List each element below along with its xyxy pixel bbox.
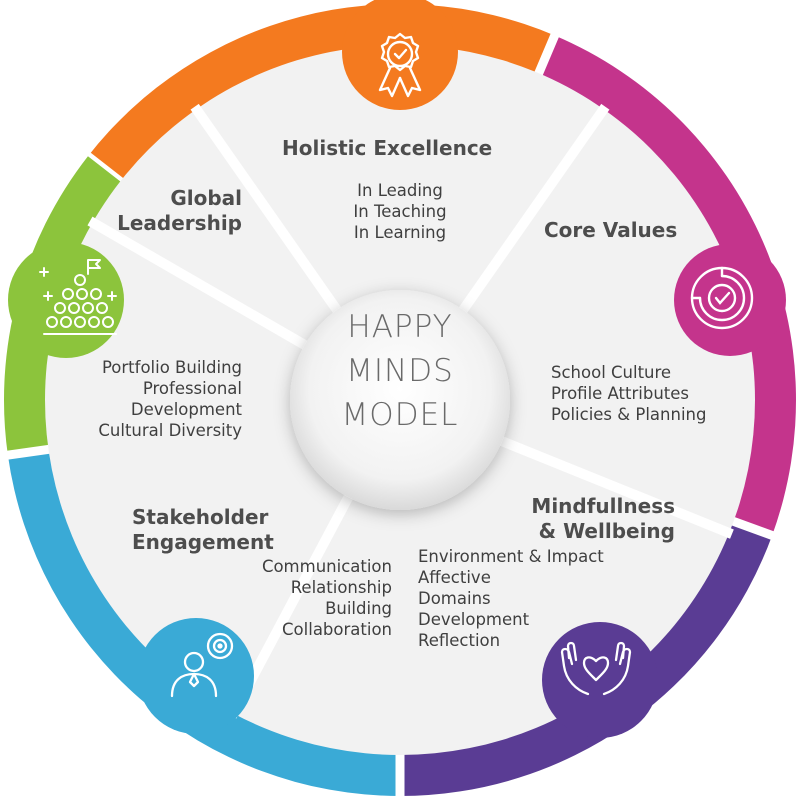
bump-core: [674, 244, 786, 356]
segment-divider: [490, 432, 734, 539]
list-item: School Culture: [551, 363, 672, 382]
title-line: Engagement: [132, 530, 274, 554]
list-item: Profile Attributes: [551, 384, 690, 403]
title-line: Stakeholder: [132, 505, 269, 529]
list-item: In Leading: [357, 181, 443, 200]
bump-global: [8, 242, 124, 358]
mindfulness-items: Environment & Impact Affective Domains D…: [418, 546, 604, 651]
center-disc: [290, 290, 510, 510]
list-item: Portfolio Building: [101, 358, 242, 377]
title-line: Mindfullness: [531, 494, 675, 518]
team-flag-icon: [39, 259, 117, 335]
person-target-icon: [170, 632, 234, 698]
list-item: Collaboration: [282, 620, 392, 639]
title-line: & Wellbeing: [538, 519, 675, 543]
list-item: In Learning: [353, 223, 447, 242]
hands-heart-icon: [560, 641, 632, 696]
center-title: HAPPY MINDS MODEL: [300, 305, 500, 485]
center-line: HAPPY: [347, 309, 453, 345]
title-line: Leadership: [117, 211, 242, 235]
list-item: Professional: [142, 379, 242, 398]
global-leadership-title: Global Leadership: [100, 186, 242, 236]
ring-gap: [3, 444, 55, 461]
award-ribbon-icon: [378, 32, 422, 98]
segment-divider: [87, 216, 316, 355]
center-line: MINDS: [346, 353, 454, 389]
list-item: Environment & Impact: [418, 547, 604, 566]
title-line: Global: [170, 186, 242, 210]
list-item: Cultural Diversity: [98, 421, 242, 440]
stakeholder-items: Communication Relationship Building Coll…: [200, 556, 392, 640]
list-item: In Teaching: [353, 202, 447, 221]
list-item: Building: [325, 599, 392, 618]
list-item: Policies & Planning: [551, 405, 707, 424]
target-check-icon: [690, 266, 754, 330]
list-item: Development: [130, 400, 242, 419]
core-values-title: Core Values: [544, 218, 678, 242]
list-item: Communication: [261, 557, 392, 576]
list-item: Affective: [418, 568, 491, 587]
list-item: Development: [418, 610, 530, 629]
ring-gap: [727, 515, 778, 542]
stakeholder-title: Stakeholder Engagement: [132, 505, 274, 555]
core-values-items: School Culture Profile Attributes Polici…: [551, 362, 706, 425]
list-item: Reflection: [418, 631, 501, 650]
list-item: Domains: [418, 589, 491, 608]
list-item: Relationship: [290, 578, 392, 597]
ring-arc-global: [4, 156, 122, 456]
ring-gap: [532, 30, 561, 80]
ring-arc-mindfulness: [400, 521, 773, 796]
bump-holistic: [342, 0, 458, 110]
holistic-excellence-items: In Leading In Teaching In Learning: [330, 180, 470, 243]
segment-divider: [190, 103, 347, 321]
mindfulness-title: Mindfullness & Wellbeing: [470, 494, 675, 544]
global-leadership-items: Portfolio Building Professional Developm…: [40, 357, 242, 441]
holistic-excellence-title: Holistic Excellence: [282, 136, 493, 160]
segment-divider: [453, 103, 610, 321]
center-line: MODEL: [341, 397, 459, 433]
